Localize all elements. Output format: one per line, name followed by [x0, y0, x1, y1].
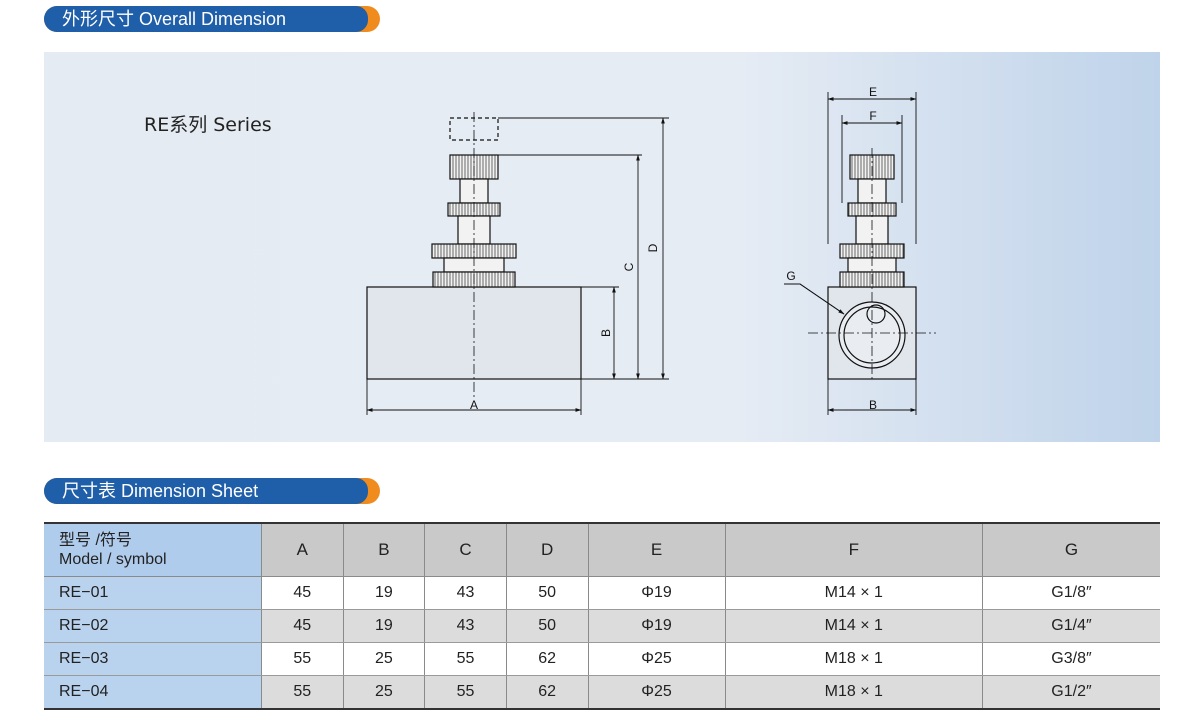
- section-title: 尺寸表 Dimension Sheet: [44, 478, 368, 504]
- cell: Φ25: [587, 642, 726, 676]
- front-view: [366, 112, 582, 397]
- cell: G3/8″: [981, 642, 1160, 676]
- table-row: RE−03 55 25 55 62 Φ25 M18 × 1 G3/8″: [44, 642, 1160, 676]
- cell: Φ25: [587, 675, 726, 710]
- side-view: [808, 148, 936, 382]
- cell: 45: [261, 576, 344, 610]
- cell: 55: [424, 675, 507, 710]
- cell: M18 × 1: [724, 642, 983, 676]
- cell: 43: [424, 576, 507, 610]
- section-header-overall-dimension: 外形尺寸 Overall Dimension: [44, 6, 380, 32]
- front-view-dimensions: [366, 117, 669, 415]
- table-header-row: 型号 /符号 Model / symbol A B C D E F G: [44, 522, 1160, 577]
- technical-drawing: A B C D: [366, 85, 936, 415]
- dim-label-e: E: [869, 85, 877, 99]
- cell: 43: [424, 609, 507, 643]
- cell: Φ19: [587, 576, 726, 610]
- series-label: RE系列 Series: [144, 114, 272, 136]
- dim-label-g: G: [786, 269, 795, 283]
- cell-model: RE−03: [44, 642, 262, 676]
- cell: 45: [261, 609, 344, 643]
- section-title: 外形尺寸 Overall Dimension: [44, 6, 368, 32]
- header-col-b: B: [342, 522, 425, 577]
- dim-label-b: B: [599, 329, 613, 337]
- cell: 19: [342, 609, 425, 643]
- header-model: 型号 /符号 Model / symbol: [44, 522, 262, 577]
- table-row: RE−02 45 19 43 50 Φ19 M14 × 1 G1/4″: [44, 609, 1160, 643]
- table-row: RE−04 55 25 55 62 Φ25 M18 × 1 G1/2″: [44, 675, 1160, 710]
- header-col-d: D: [505, 522, 588, 577]
- cell-model: RE−04: [44, 675, 262, 710]
- dim-label-a: A: [470, 398, 478, 412]
- dim-label-f: F: [869, 109, 876, 123]
- cell: 25: [342, 642, 425, 676]
- cell-model: RE−02: [44, 609, 262, 643]
- section-header-dimension-sheet: 尺寸表 Dimension Sheet: [44, 478, 380, 504]
- cell: M18 × 1: [724, 675, 983, 710]
- header-model-cn: 型号 /符号: [59, 532, 132, 549]
- cell: G1/4″: [981, 609, 1160, 643]
- dimension-drawing-panel: RE系列 Series: [44, 52, 1160, 442]
- header-col-c: C: [424, 522, 507, 577]
- side-view-dimensions: [784, 92, 917, 415]
- cell: M14 × 1: [724, 609, 983, 643]
- dim-label-b-side: B: [869, 398, 877, 412]
- cell: 25: [342, 675, 425, 710]
- cell: 50: [505, 609, 588, 643]
- cell: 55: [261, 642, 344, 676]
- cell: 62: [505, 675, 588, 710]
- cell: G1/2″: [981, 675, 1160, 710]
- cell: M14 × 1: [724, 576, 983, 610]
- cell: 62: [505, 642, 588, 676]
- cell: G1/8″: [981, 576, 1160, 610]
- dimension-table: 型号 /符号 Model / symbol A B C D E F G RE−0…: [44, 522, 1160, 710]
- table-row: RE−01 45 19 43 50 Φ19 M14 × 1 G1/8″: [44, 576, 1160, 610]
- header-col-g: G: [981, 522, 1160, 577]
- dim-label-d: D: [646, 243, 660, 252]
- header-col-e: E: [587, 522, 726, 577]
- cell: Φ19: [587, 609, 726, 643]
- dim-label-c: C: [622, 262, 636, 271]
- cell: 19: [342, 576, 425, 610]
- header-col-a: A: [261, 522, 344, 577]
- cell: 55: [424, 642, 507, 676]
- header-col-f: F: [724, 522, 983, 577]
- cell: 50: [505, 576, 588, 610]
- header-model-en: Model / symbol: [59, 551, 167, 568]
- cell: 55: [261, 675, 344, 710]
- cell-model: RE−01: [44, 576, 262, 610]
